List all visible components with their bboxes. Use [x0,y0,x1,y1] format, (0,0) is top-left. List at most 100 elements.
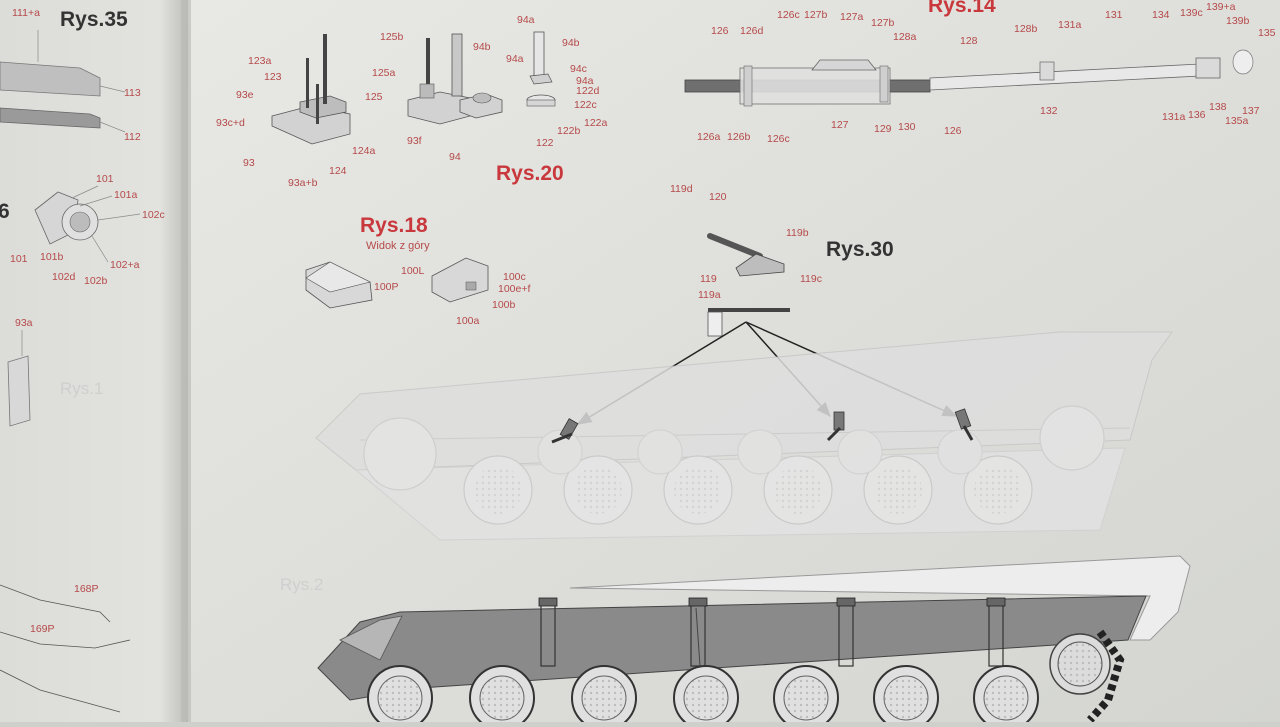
part-label: 127 [831,119,849,131]
part-label: 119b [786,227,809,239]
part-label: 123a [248,55,272,67]
part-label: 102b [84,275,108,287]
road-wheel-hub [479,675,525,721]
part-169p [0,631,131,649]
road-wheel-hub [783,675,829,721]
mounted-part-119-left [551,418,579,444]
part-label: 125a [372,67,396,79]
road-wheel-hub [377,675,423,721]
figure-subtitle-rys18: Widok z góry [366,240,430,252]
part-label: 132 [1040,105,1058,117]
road-wheel-hub [581,675,627,721]
part-label: 139+a [1206,1,1236,13]
figure-number-left: 6 [0,200,10,223]
part-label: 94a [506,53,524,65]
part-label: 102+a [110,259,140,271]
part-label: 126 [944,125,962,137]
suspension-bracket-top [986,597,1006,607]
part-label: 119a [698,289,721,301]
part-label: 94c [570,63,587,75]
part-label: 138 [1209,101,1227,113]
part-label: 122b [557,125,581,137]
part-label: 120 [709,191,727,203]
road-wheel-hub-faint [674,466,722,514]
part-label: 126d [740,25,764,37]
part-label: 128a [893,31,917,43]
suspension-bracket-top [538,597,558,607]
part-label: 100P [374,281,399,293]
page-gutter [181,0,191,722]
rys14-gun-barrel [684,49,1254,107]
part-label: 127b [871,17,895,29]
part-label: 131a [1162,111,1186,123]
part-label: 100c [503,271,526,283]
road-wheel-hub-faint [574,466,622,514]
figure-title-rys35: Rys.35 [60,8,128,31]
part-label: 124a [352,145,376,157]
part-label: 93a+b [288,177,318,189]
part-label: 122d [576,85,600,97]
part-label: 122c [574,99,597,111]
part-label: 94b [562,37,580,49]
part-label: 124 [329,165,347,177]
part-label: 101 [96,173,114,185]
road-wheel-hub-faint [774,466,822,514]
part-label: 101a [114,189,138,201]
part-label: 119c [800,273,822,285]
part-label: 100L [401,265,425,277]
part-label: 102c [142,209,165,221]
rys20-drawing [271,31,556,145]
suspension-bracket-top [836,597,856,607]
part-label: 100e+f [498,283,530,295]
part-label: 119d [670,183,693,195]
part-label: 93e [236,89,254,101]
suspension-bracket-top [688,597,708,607]
road-wheel-hub-faint [974,466,1022,514]
rys30-drawing [707,233,790,337]
part-label: 94a [517,14,535,26]
part-label: 168P [74,583,99,595]
part-label: 93f [407,135,422,147]
part-label: 137 [1242,105,1260,117]
part-label: 128 [960,35,978,47]
part-label: 126c [767,133,790,145]
part-label: 135 [1258,27,1276,39]
part-label: 101b [40,251,64,263]
road-wheel-hub-faint [474,466,522,514]
figure-title-rys30: Rys.30 [826,238,894,261]
part-168p [0,584,111,623]
part-label: 93 [243,157,255,169]
part-label: 101 [10,253,28,265]
part-label: Rys.1 [60,379,103,398]
figure-title-rys14: Rys.14 [928,0,996,17]
part-label: 102d [52,271,76,283]
part-label: 126 [711,25,729,37]
road-wheel-hub [983,675,1029,721]
part-113 [0,61,101,97]
part-label: 128b [1014,23,1038,35]
part-label: 127b [804,9,828,21]
part-label: 122 [536,137,554,149]
part-label: 130 [898,121,916,133]
part-label: 135a [1225,115,1249,127]
road-wheel-hub-faint [874,466,922,514]
part-label: 126c [777,9,800,21]
part-label: 111+a [12,7,40,19]
return-roller-faint [537,429,583,475]
part-label: 136 [1188,109,1206,121]
figure-title-rys20: Rys.20 [496,162,564,185]
part-label: 126a [697,131,721,143]
part-93a [7,355,31,427]
part-label: 123 [264,71,282,83]
part-label: 93a [15,317,33,329]
part-label: 94a [576,75,594,87]
road-wheel-hub [683,675,729,721]
part-112 [0,107,101,129]
part-label: 122a [584,117,608,129]
